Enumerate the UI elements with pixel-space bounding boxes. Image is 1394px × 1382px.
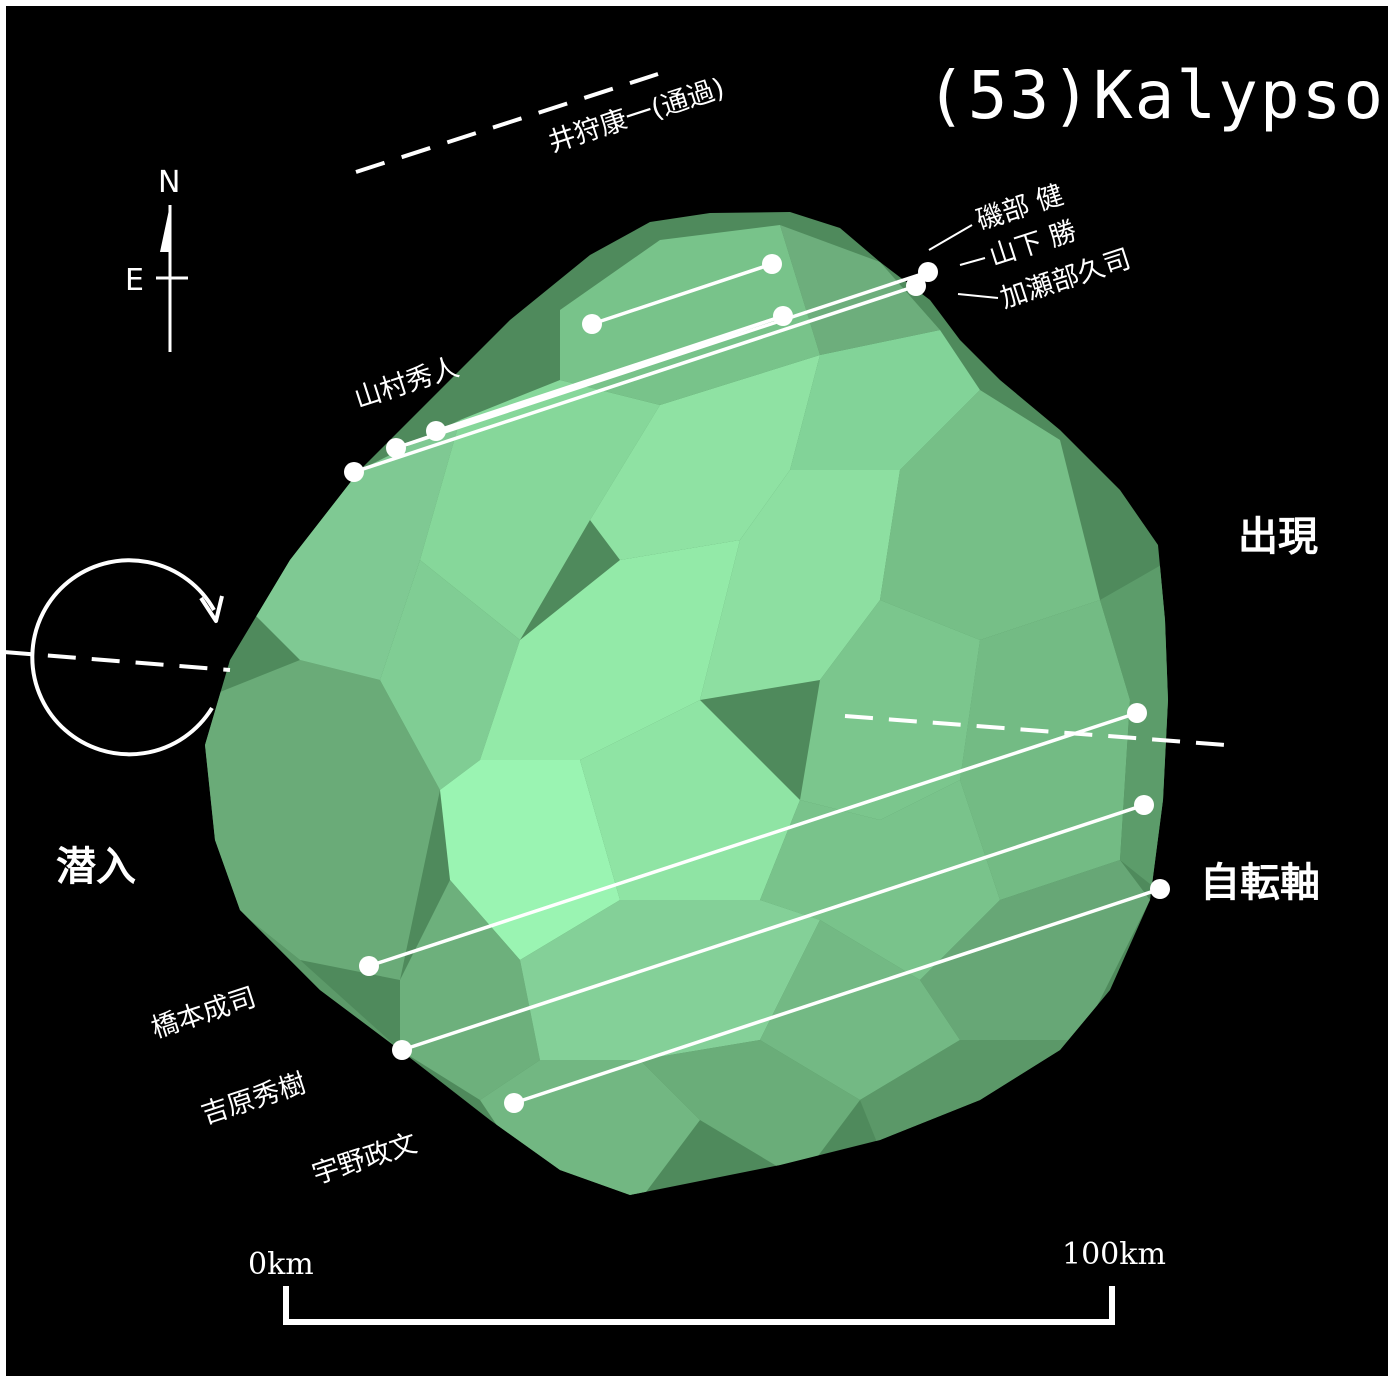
- lower-chord-endpoints: [359, 703, 1170, 1113]
- chord-isobe: [591, 262, 773, 326]
- observer-hashimoto: 橋本成司: [148, 982, 260, 1045]
- upper-chords: [353, 262, 929, 474]
- diagram-title: (53)Kalypso: [926, 57, 1385, 134]
- chord-kasebe: [353, 284, 917, 474]
- chord-yoshihara: [401, 803, 1145, 1052]
- scale-bar: 0km 100km: [248, 1237, 1166, 1325]
- scale-start-label: 0km: [248, 1247, 314, 1282]
- scale-end-label: 100km: [1062, 1237, 1166, 1272]
- chord-ikari-miss: [355, 72, 659, 174]
- compass-icon: N E: [125, 165, 188, 352]
- chord-hashimoto: [368, 711, 1138, 968]
- label-disappearance: 潜入: [56, 844, 136, 890]
- lower-chords: [368, 711, 1161, 1105]
- label-reappearance: 出現: [1238, 514, 1318, 560]
- rotation-axis: [3, 650, 1227, 747]
- label-rotation-axis: 自転軸: [1200, 860, 1320, 906]
- chord-yamamura-b: [395, 314, 784, 450]
- observer-uno: 宇野政文: [309, 1128, 421, 1191]
- observer-ikari: 井狩康一(通過): [545, 73, 729, 159]
- upper-chord-endpoints: [344, 254, 938, 482]
- compass-north-label: N: [158, 165, 180, 200]
- chord-uno: [513, 887, 1161, 1105]
- observer-yoshihara: 吉原秀樹: [198, 1068, 310, 1131]
- compass-east-label: E: [125, 263, 144, 298]
- asteroid-body: [205, 212, 1168, 1195]
- label-leaders: [928, 224, 999, 299]
- rotation-arrow-icon: [30, 558, 224, 757]
